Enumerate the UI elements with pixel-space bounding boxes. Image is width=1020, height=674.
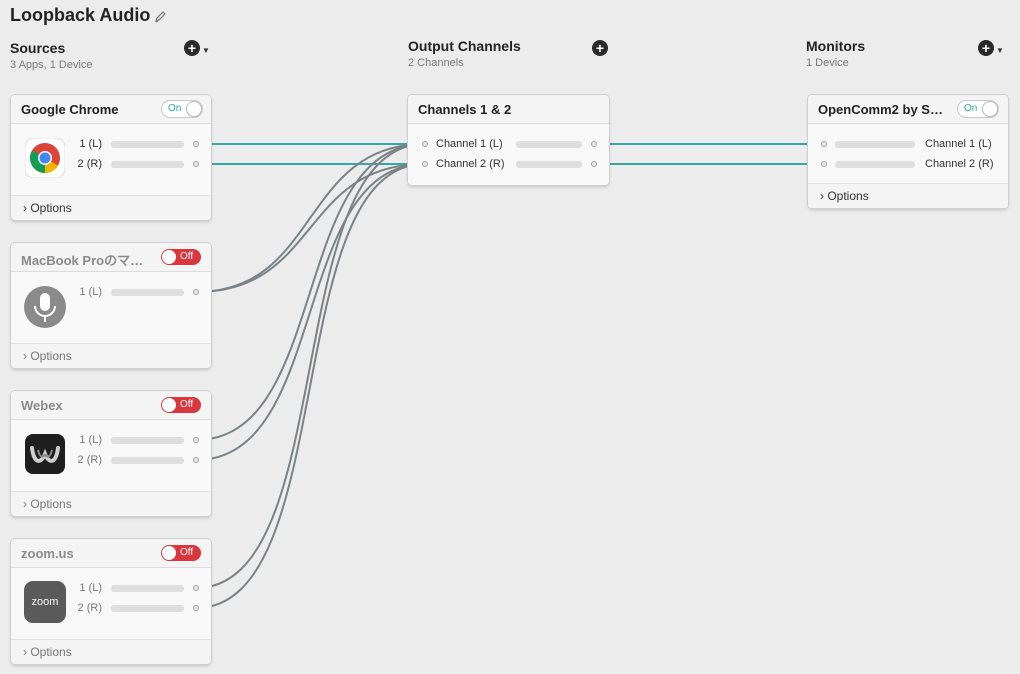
options-disclosure[interactable]: › Options [23,645,72,659]
input-port[interactable] [821,141,827,147]
input-port[interactable] [422,161,428,167]
wire-mic-l1 [195,143,426,293]
source-card-chrome[interactable]: Google Chrome On 1 (L) 2 (R) › Options [11,95,211,220]
channel-label: 2 (R) [77,454,102,466]
output-port[interactable] [193,585,199,591]
wire-webex-r [195,163,426,461]
sources-title: Sources [10,40,66,56]
plus-icon: + [978,40,994,56]
webex-icon [25,434,65,474]
monitor-name: OpenComm2 by S… [818,102,943,117]
plus-icon: + [592,40,608,56]
options-disclosure[interactable]: › Options [23,497,72,511]
channel-label: Channel 2 (R) [925,158,994,170]
output-port[interactable] [193,605,199,611]
input-port[interactable] [422,141,428,147]
wire-zoom-r [195,163,426,609]
level-meter [111,437,184,444]
level-meter [111,585,184,592]
level-meter [111,605,184,612]
add-monitor-button[interactable]: + ▼ [978,40,1004,58]
zoom-icon: zoom [24,581,66,623]
channel-label: 1 (L) [79,286,102,298]
source-toggle[interactable]: On [162,101,202,117]
source-name: zoom.us [21,546,74,561]
plus-icon: + [184,40,200,56]
chevron-down-icon: ▼ [996,46,1004,55]
level-meter [516,161,582,168]
monitor-toggle[interactable]: On [958,101,998,117]
outputs-subtitle: 2 Channels [408,57,464,69]
options-disclosure[interactable]: › Options [23,201,72,215]
source-card-microphone[interactable]: MacBook Proのマ… Off 1 (L) › Options [11,243,211,368]
output-port[interactable] [193,141,199,147]
source-name: Webex [21,398,63,413]
channel-label: 2 (R) [77,158,102,170]
channel-label: 1 (L) [79,582,102,594]
channel-label: 2 (R) [77,602,102,614]
channel-label: Channel 1 (L) [925,138,992,150]
source-card-zoom[interactable]: zoom.us Off zoom 1 (L) 2 (R) › Options [11,539,211,664]
card-header: Google Chrome On [11,95,211,124]
wire-mic-l2 [195,163,426,293]
output-port[interactable] [193,161,199,167]
app-title: Loopback Audio [10,5,151,25]
wire-webex-l [195,143,426,441]
source-toggle[interactable]: Off [161,545,201,561]
add-source-button[interactable]: + ▼ [184,40,210,58]
monitor-card[interactable]: OpenComm2 by S… On Channel 1 (L) Channel… [808,95,1008,208]
options-disclosure[interactable]: › Options [23,349,72,363]
chrome-icon [25,138,65,178]
outputs-title: Output Channels [408,38,521,54]
add-output-channel-button[interactable]: + [592,40,614,58]
level-meter [516,141,582,148]
wire-zoom-l [195,143,426,589]
monitors-title: Monitors [806,38,866,54]
channel-label: Channel 2 (R) [436,158,505,170]
level-meter [835,161,915,168]
microphone-icon [24,286,66,328]
level-meter [111,161,184,168]
sources-subtitle: 3 Apps, 1 Device [10,59,93,71]
channel-label: Channel 1 (L) [436,138,503,150]
source-toggle[interactable]: Off [161,249,201,265]
source-card-webex[interactable]: Webex Off 1 (L) 2 (R) › Options [11,391,211,516]
output-port[interactable] [193,457,199,463]
output-port[interactable] [591,141,597,147]
edit-pencil-icon[interactable] [154,10,168,24]
channel-label: 1 (L) [79,138,102,150]
output-channels-card[interactable]: Channels 1 & 2 Channel 1 (L) Channel 2 (… [408,95,609,185]
output-port[interactable] [193,437,199,443]
output-name: Channels 1 & 2 [418,102,512,117]
level-meter [111,141,184,148]
output-port[interactable] [591,161,597,167]
channel-label: 1 (L) [79,434,102,446]
chevron-down-icon: ▼ [202,46,210,55]
source-toggle[interactable]: Off [161,397,201,413]
source-name: MacBook Proのマ… [21,253,144,268]
source-name: Google Chrome [21,102,119,117]
options-disclosure[interactable]: › Options [820,189,869,203]
output-port[interactable] [193,289,199,295]
level-meter [835,141,915,148]
level-meter [111,289,184,296]
input-port[interactable] [821,161,827,167]
monitors-subtitle: 1 Device [806,57,849,69]
level-meter [111,457,184,464]
